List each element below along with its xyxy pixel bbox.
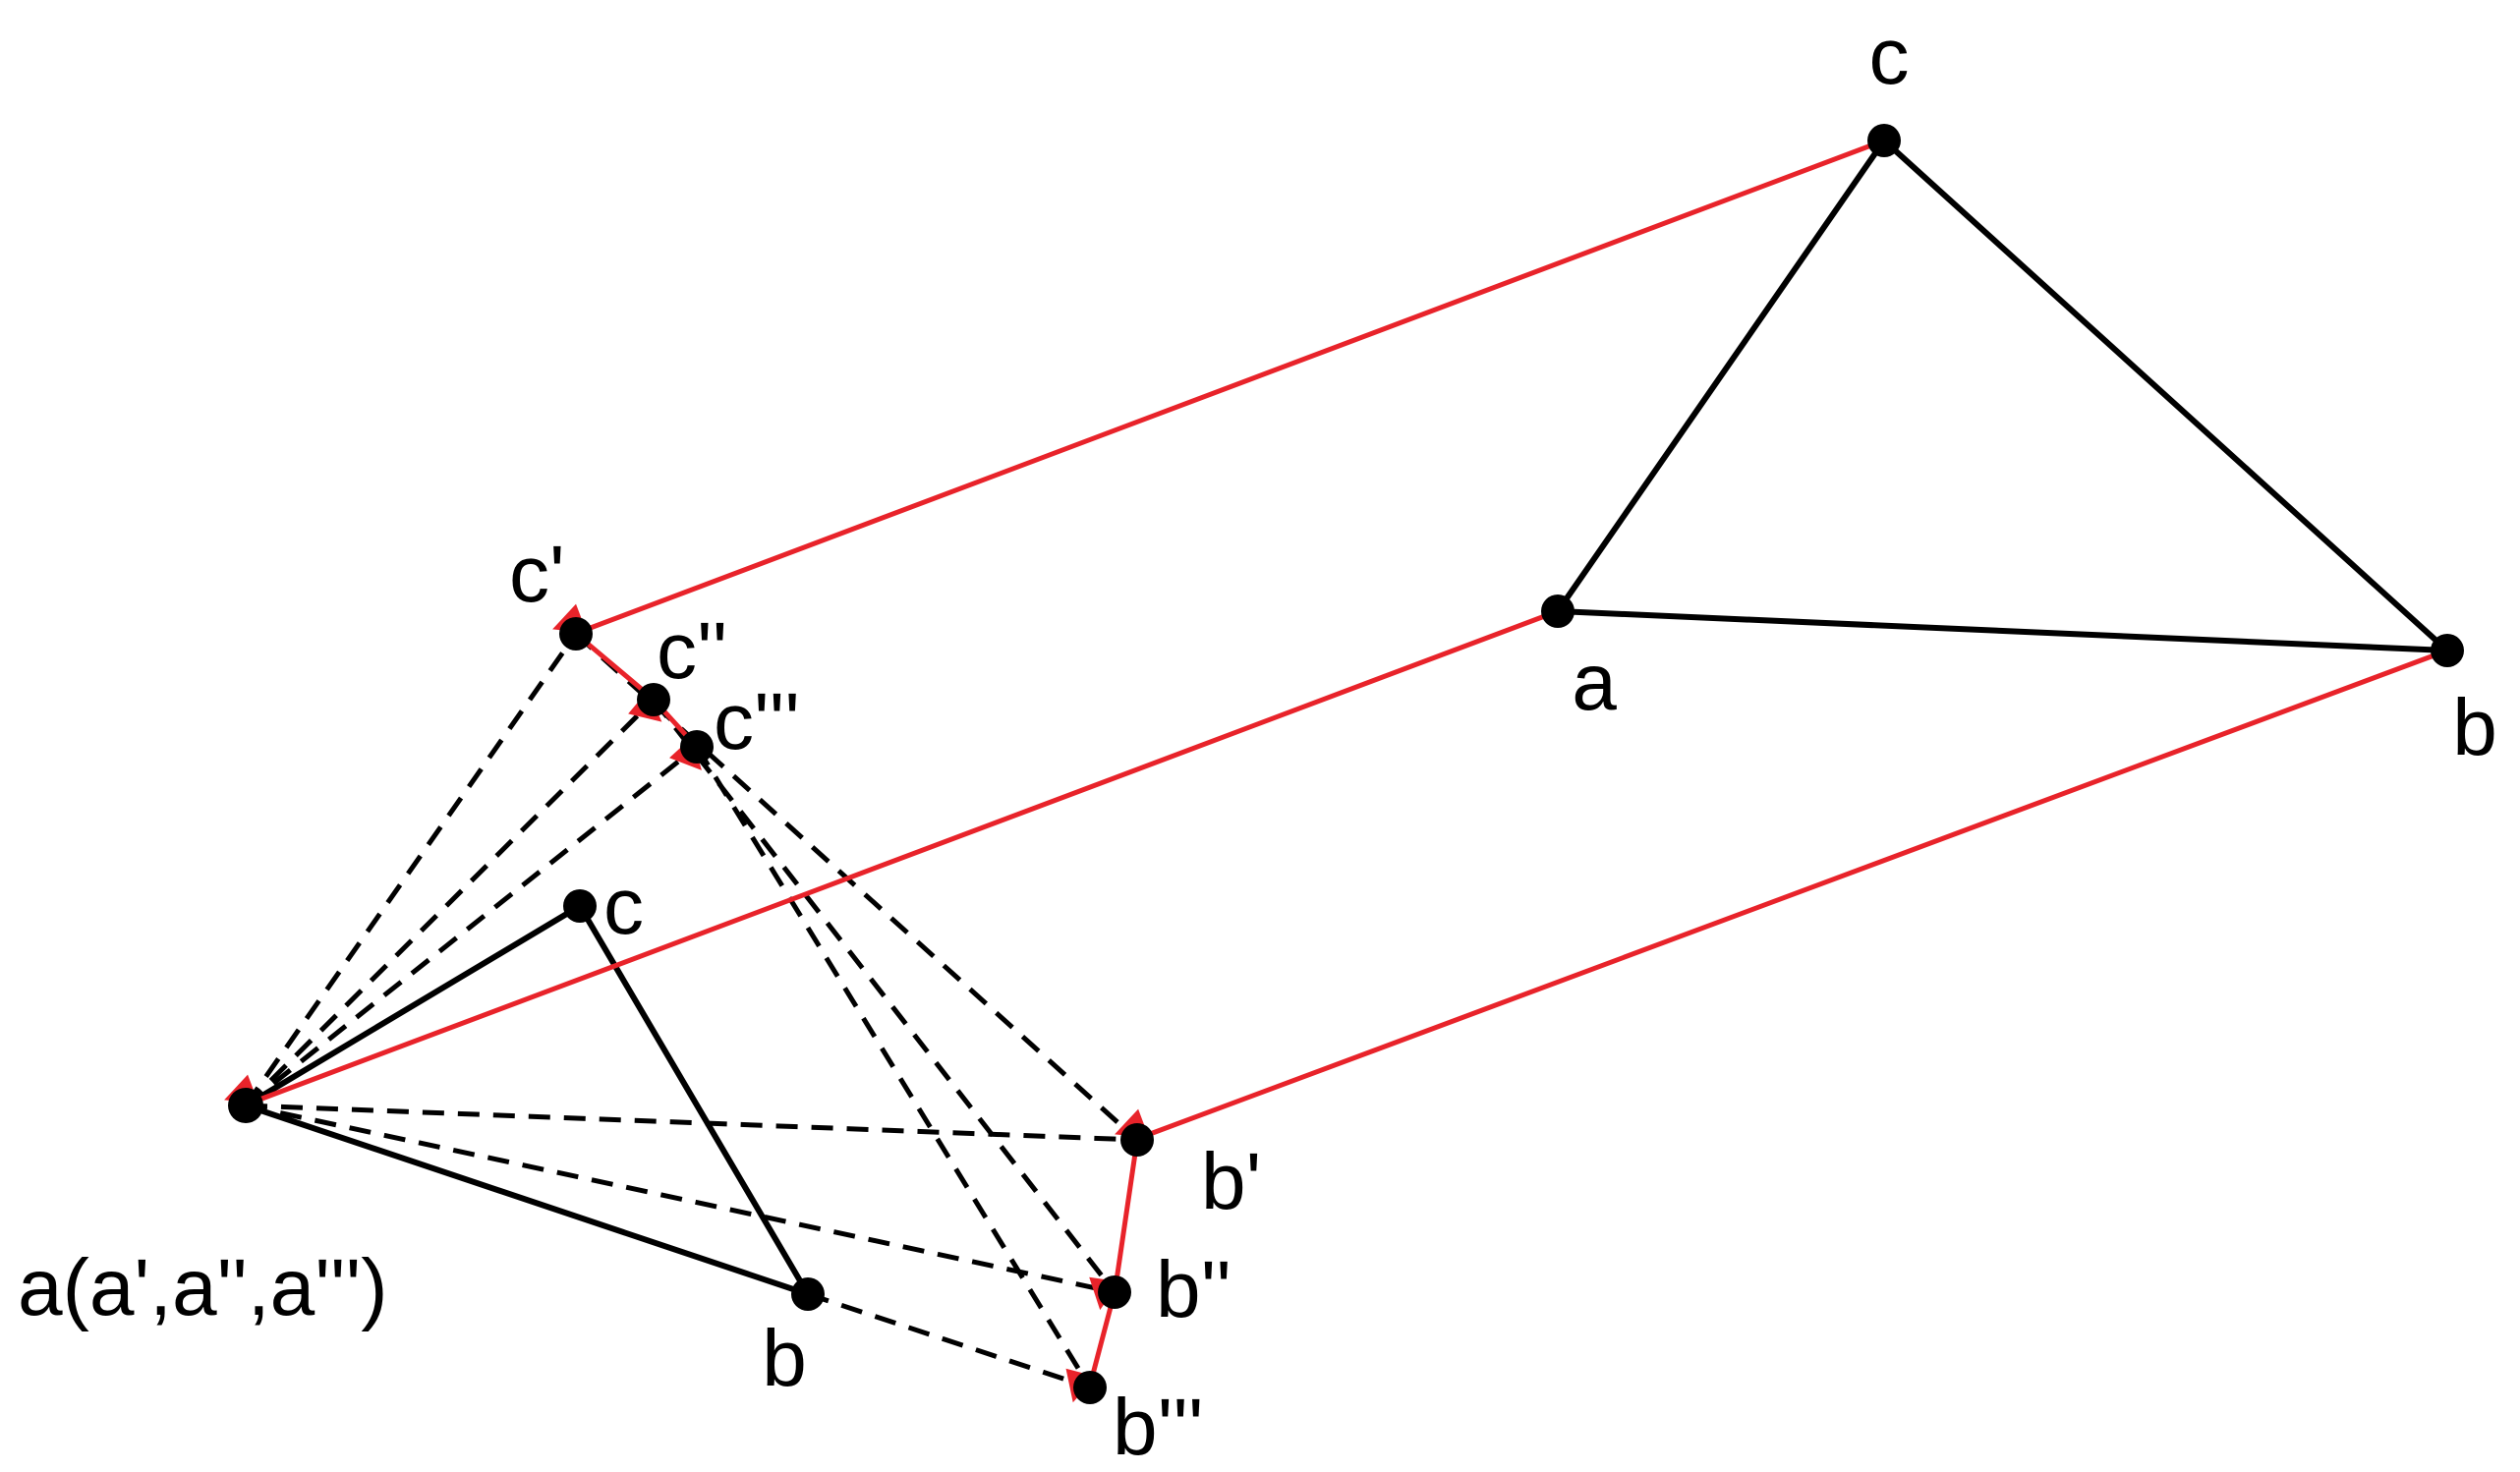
edge-big-c-b: [1881, 138, 2450, 653]
point-c1: [559, 617, 593, 651]
label-b1: b': [1201, 1137, 1261, 1226]
label-big-b: b: [2452, 683, 2497, 772]
points: [228, 124, 2464, 1404]
dashed-a-c3: [244, 745, 699, 1107]
point-b3: [1073, 1371, 1107, 1404]
dashed-a-b1: [245, 1103, 1138, 1143]
point-big-b: [2431, 634, 2464, 667]
label-a-combined: a(a',a'',a'''): [18, 1243, 388, 1332]
arrow-b1-to-b2: [1089, 1139, 1140, 1311]
label-c2: c'': [657, 606, 727, 696]
dashed-c2-b2: [652, 698, 1117, 1294]
edge-small-a-c: [243, 903, 583, 1108]
point-big-c: [1867, 124, 1901, 157]
edge-small-a-b: [243, 1103, 811, 1297]
point-b2: [1098, 1275, 1131, 1309]
dashed-c3-b3: [694, 745, 1093, 1389]
dashed-a-c1: [243, 632, 579, 1107]
point-a: [228, 1088, 263, 1123]
edge-big-a-b: [1555, 608, 2450, 653]
label-c3: c''': [714, 677, 800, 766]
dashed-a-c2: [244, 698, 656, 1107]
label-c1: c': [509, 530, 565, 619]
edge-small-c-b: [577, 903, 811, 1297]
label-small-b: b: [762, 1314, 807, 1403]
label-big-a: a: [1572, 638, 1617, 727]
arrow-a-to-a1: [224, 608, 1559, 1105]
point-c2: [637, 683, 670, 716]
edge-big-a-c: [1555, 138, 1887, 614]
red-arrows: [224, 138, 2448, 1403]
dashed-b-b3: [807, 1291, 1091, 1390]
point-small-c: [563, 889, 597, 923]
arrow-c-to-c1: [552, 138, 1885, 635]
point-big-a: [1541, 594, 1575, 628]
labels: c a b c' c'' c''' c b' b'' b''' b a(a',a…: [18, 12, 2497, 1472]
big-triangle: [1555, 138, 2450, 653]
label-b2: b'': [1156, 1245, 1231, 1334]
point-b1: [1120, 1123, 1154, 1157]
label-small-c: c: [603, 862, 644, 951]
small-triangle: [243, 903, 811, 1297]
dashed-a-b2: [245, 1103, 1116, 1295]
arrow-b-to-b1: [1115, 648, 2448, 1140]
label-big-c: c: [1869, 12, 1910, 101]
point-small-b: [791, 1277, 825, 1311]
point-c3: [680, 730, 714, 764]
label-b3: b''': [1113, 1383, 1204, 1472]
